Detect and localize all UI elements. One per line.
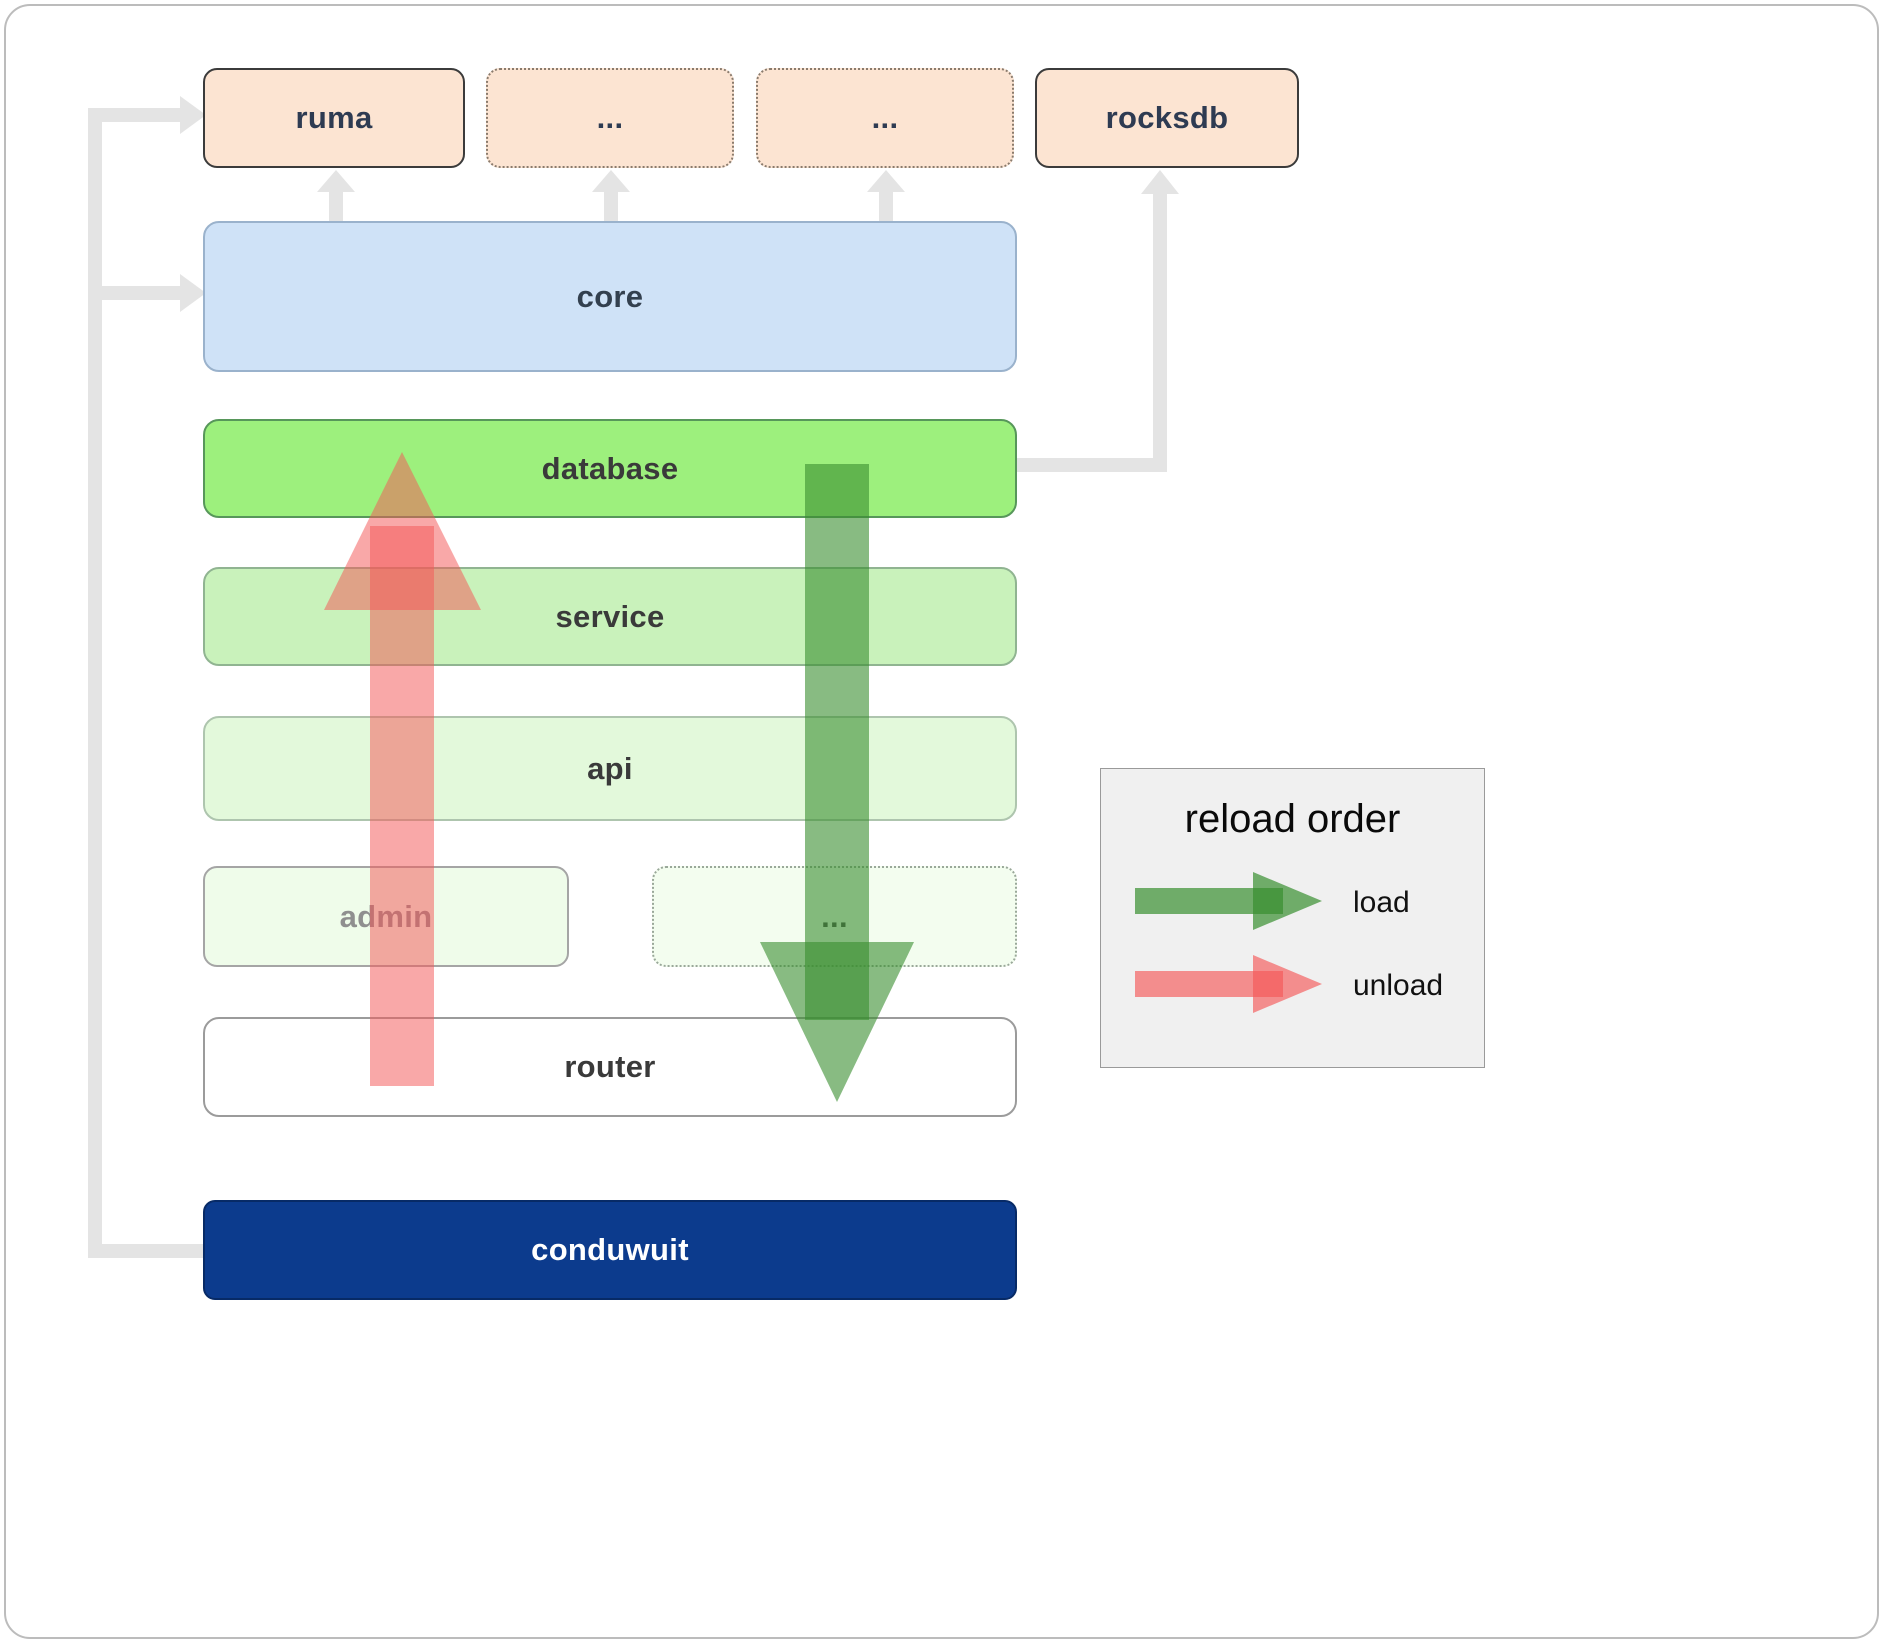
box-ellipsis-2-label: ... bbox=[871, 100, 899, 135]
box-router-label: router bbox=[564, 1049, 656, 1084]
box-database-label: database bbox=[541, 450, 679, 486]
box-service-label: service bbox=[555, 598, 665, 634]
box-ellipsis-2: ... bbox=[756, 68, 1014, 168]
box-admin: admin bbox=[203, 866, 569, 967]
box-ruma: ruma bbox=[203, 68, 465, 168]
box-service: service bbox=[203, 567, 1017, 666]
box-api-label: api bbox=[587, 750, 633, 786]
box-ellipsis-1-label: ... bbox=[596, 100, 624, 135]
box-ruma-label: ruma bbox=[295, 100, 373, 135]
box-core: core bbox=[203, 221, 1017, 372]
box-conduwuit-label: conduwuit bbox=[531, 1232, 689, 1267]
box-router: router bbox=[203, 1017, 1017, 1117]
box-admin-label: admin bbox=[339, 898, 433, 934]
legend-unload-label: unload bbox=[1353, 969, 1444, 1002]
box-database: database bbox=[203, 419, 1017, 518]
box-rocksdb: rocksdb bbox=[1035, 68, 1299, 168]
legend: reload order load unload bbox=[1100, 768, 1485, 1068]
box-core-label: core bbox=[576, 278, 644, 314]
box-ellipsis-1: ... bbox=[486, 68, 734, 168]
box-conduwuit: conduwuit bbox=[203, 1200, 1017, 1300]
outer-frame bbox=[4, 4, 1879, 1639]
legend-title: reload order bbox=[1184, 797, 1401, 841]
box-rocksdb-label: rocksdb bbox=[1105, 100, 1229, 135]
box-ellipsis-3-label: ... bbox=[821, 898, 848, 934]
box-ellipsis-3: ... bbox=[652, 866, 1017, 967]
box-api: api bbox=[203, 716, 1017, 821]
legend-load-label: load bbox=[1353, 886, 1410, 919]
